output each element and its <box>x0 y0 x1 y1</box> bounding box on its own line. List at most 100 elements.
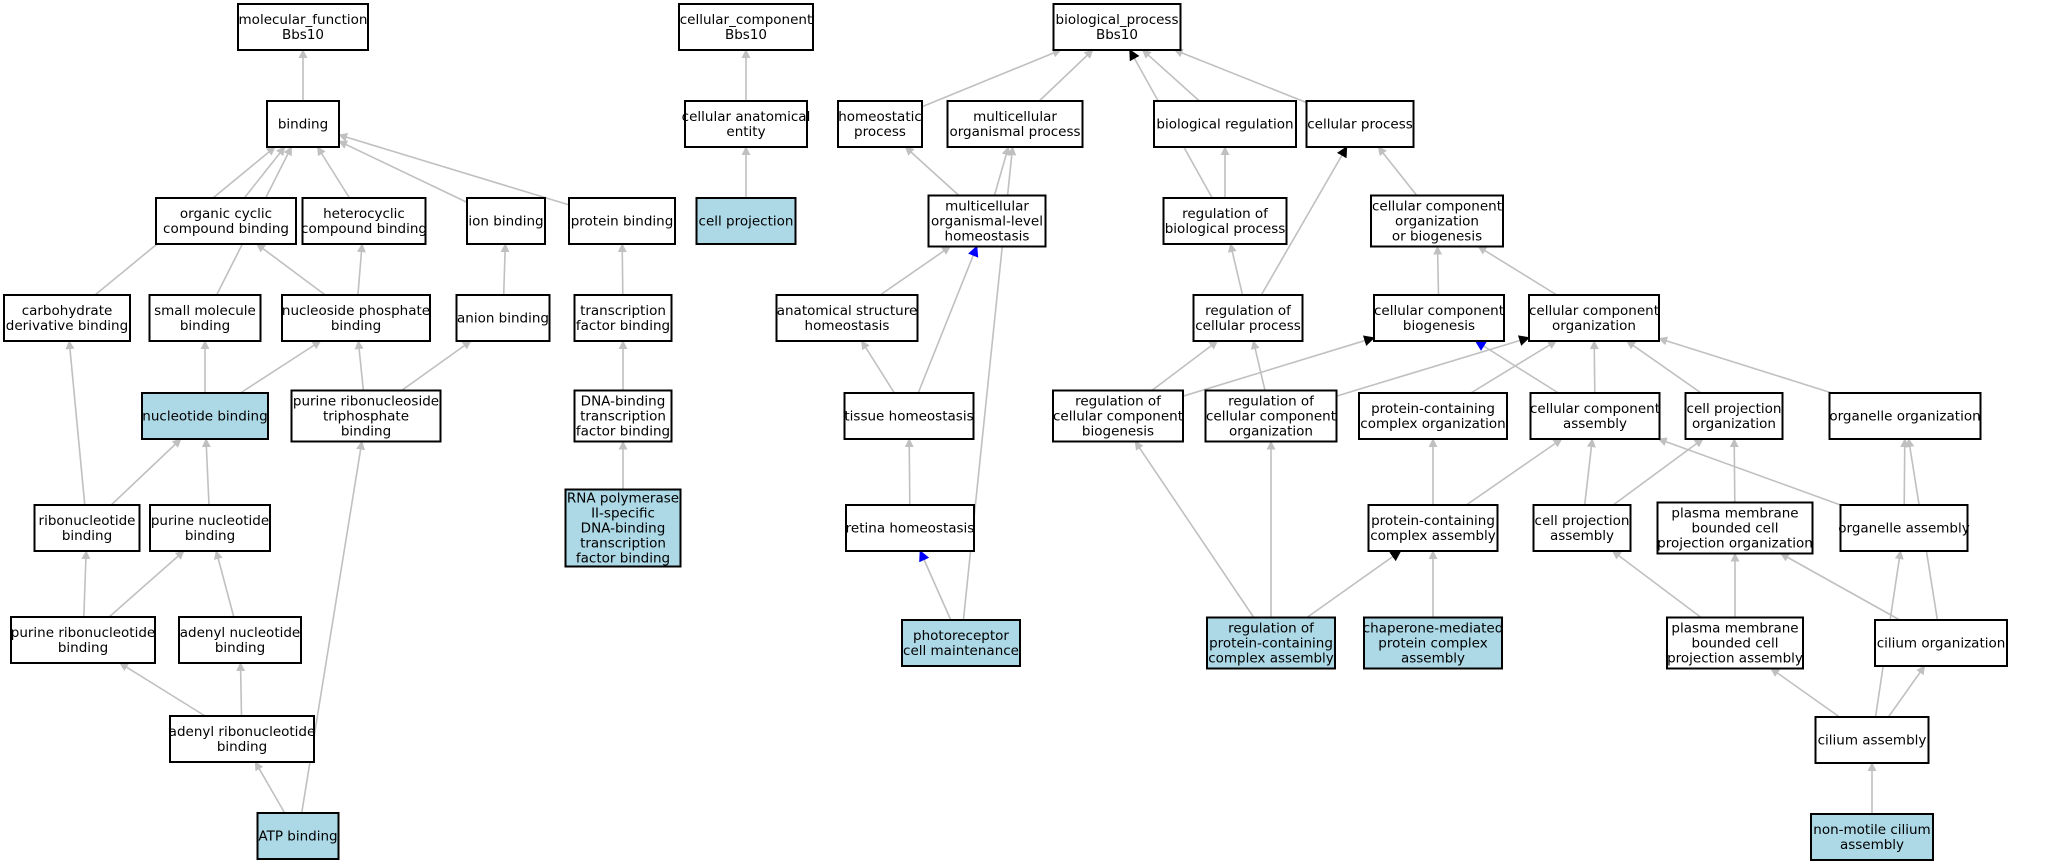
node-label: protein complex <box>1378 636 1488 652</box>
node-br: biological regulation <box>1153 100 1297 148</box>
node-rnap: RNA polymeraseII-specificDNA-bindingtran… <box>564 488 682 568</box>
node-box <box>843 392 975 440</box>
edge-ccob-to-cellp <box>1377 146 1418 196</box>
node-ca: cilium assembly <box>1814 716 1930 764</box>
node-label: biological process <box>1165 221 1286 237</box>
edge-prnb-to-pnb <box>108 550 185 618</box>
edge-rh-to-th <box>904 438 914 506</box>
node-binding: binding <box>266 100 340 148</box>
node-label: nucleoside phosphate <box>282 303 430 319</box>
node-label: homeostasis <box>945 229 1030 245</box>
node-box <box>290 389 442 443</box>
node-box <box>845 504 975 552</box>
node-label: purine ribonucleotide <box>11 625 155 641</box>
node-box <box>148 294 262 342</box>
node-box <box>1828 392 1982 440</box>
node-box <box>1204 389 1338 443</box>
node-label: binding <box>58 640 108 656</box>
node-label: purine ribonucleoside <box>293 394 439 410</box>
node-label: cellular component <box>1529 303 1659 319</box>
node-label: binding <box>215 640 265 656</box>
edge-th-to-ash <box>860 340 896 394</box>
node-label: DNA-binding <box>581 394 666 410</box>
node-label: cellular process <box>1307 117 1413 133</box>
node-rh: retina homeostasis <box>845 504 975 552</box>
edge-mloh-to-hp <box>904 146 960 197</box>
edge-rnab-to-nb <box>110 438 182 506</box>
edge-ash-to-mloh <box>879 245 951 296</box>
node-label: regulation of <box>1228 621 1315 637</box>
node-label: or biogenesis <box>1392 229 1482 245</box>
node-label: organization <box>1395 214 1479 230</box>
node-box <box>1370 194 1504 248</box>
node-box <box>301 197 427 245</box>
node-label: molecular_function <box>239 12 368 28</box>
node-label: adenyl nucleotide <box>180 625 301 641</box>
edge-rccb-to-rcp <box>1151 340 1219 392</box>
node-box <box>178 616 302 664</box>
node-box <box>1153 100 1297 148</box>
node-box <box>927 194 1047 248</box>
node-label: cellular component <box>1372 199 1502 215</box>
edge-nb-to-npb <box>239 340 322 394</box>
node-label: binding <box>217 739 267 755</box>
node-box <box>155 197 297 245</box>
node-box <box>568 197 676 245</box>
node-box <box>695 197 797 245</box>
node-box <box>775 294 919 342</box>
edge-cca-to-ccb <box>1474 340 1559 394</box>
node-label: biogenesis <box>1403 318 1475 334</box>
node-label: regulation of <box>1228 394 1315 410</box>
edge-prntb-to-anion <box>401 340 472 392</box>
node-label: photoreceptor <box>913 628 1009 644</box>
node-label: organization <box>1692 416 1776 432</box>
node-label: entity <box>726 124 765 140</box>
node-label: triphosphate <box>323 409 409 425</box>
node-label: RNA polymerase <box>567 491 679 507</box>
node-label: Bbs10 <box>282 27 324 43</box>
edge-oo-to-cco <box>1658 336 1833 394</box>
edge-prntb-to-npb <box>354 340 365 391</box>
node-label: cell projection <box>699 214 794 230</box>
node-label: cellular component <box>1374 303 1504 319</box>
node-label: factor binding <box>576 318 670 334</box>
node-label: cilium organization <box>1877 636 2006 652</box>
node-box <box>141 392 269 440</box>
node-label: multicellular <box>973 109 1057 125</box>
node-anion: anion binding <box>455 294 551 342</box>
node-box <box>837 100 923 148</box>
node-label: assembly <box>1563 416 1627 432</box>
edge-ca-to-pmbcpa <box>1770 667 1840 718</box>
node-label: complex assembly <box>1208 651 1334 667</box>
node-cp: cell projection <box>695 197 797 245</box>
node-label: small molecule <box>154 303 256 319</box>
node-box <box>1528 294 1660 342</box>
node-box <box>901 619 1021 667</box>
node-label: complex assembly <box>1370 528 1496 544</box>
node-label: organelle assembly <box>1838 521 1969 537</box>
node-box <box>573 294 673 342</box>
node-box <box>169 715 315 763</box>
edge-pcca-to-cca <box>1465 438 1563 506</box>
edge-prot-to-binding <box>338 132 570 206</box>
node-box <box>573 389 673 443</box>
edge-pnb-to-nb <box>201 438 211 506</box>
node-label: cellular component <box>1053 409 1183 425</box>
node-label: tissue homeostasis <box>844 409 973 425</box>
node-box <box>266 100 340 148</box>
node-label: Bbs10 <box>1096 27 1138 43</box>
node-label: DNA-binding <box>581 521 666 537</box>
node-label: organelle organization <box>1829 409 1980 425</box>
